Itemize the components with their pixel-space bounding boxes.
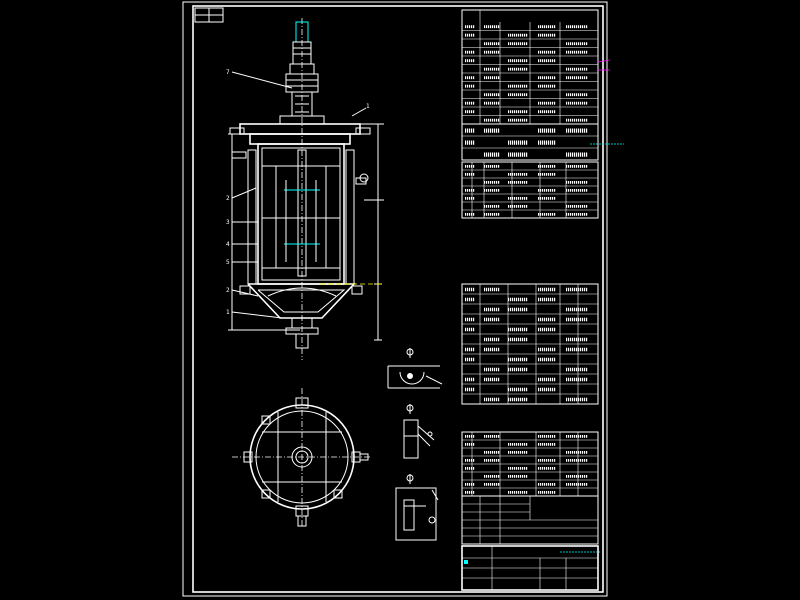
detail-view-a: [387, 348, 443, 389]
leader-label: 4: [226, 241, 230, 248]
detail-view-b: [403, 404, 435, 459]
detail-view-c: [395, 474, 439, 541]
vessel-shell: [257, 143, 345, 285]
leader-label: 2: [226, 287, 230, 294]
leader-label: 7: [226, 69, 230, 76]
vessel-plan-view: [232, 388, 372, 528]
parts-table-a: [461, 283, 599, 405]
nozzle-table: [461, 161, 599, 219]
corner-stamp: [194, 7, 224, 23]
vessel-elevation-view: 7 1 2 3 4 5 2 1: [226, 18, 384, 360]
title-block: [461, 545, 600, 591]
sheet-outer-border: [182, 1, 608, 597]
parts-table-b: [461, 431, 599, 497]
leader-label: 1: [226, 309, 230, 316]
signature-block: [461, 495, 599, 545]
leader-labels: 7 1 2 3 4 5 2 1: [226, 69, 370, 319]
agitator-drive: [279, 21, 325, 125]
leader-label: 3: [226, 219, 230, 226]
leader-label: 1: [366, 103, 370, 110]
leader-label: 2: [226, 195, 230, 202]
spec-table: [461, 9, 611, 125]
notes-block: [461, 123, 624, 161]
sheet-inner-border: [192, 5, 604, 593]
leader-label: 5: [226, 259, 230, 266]
